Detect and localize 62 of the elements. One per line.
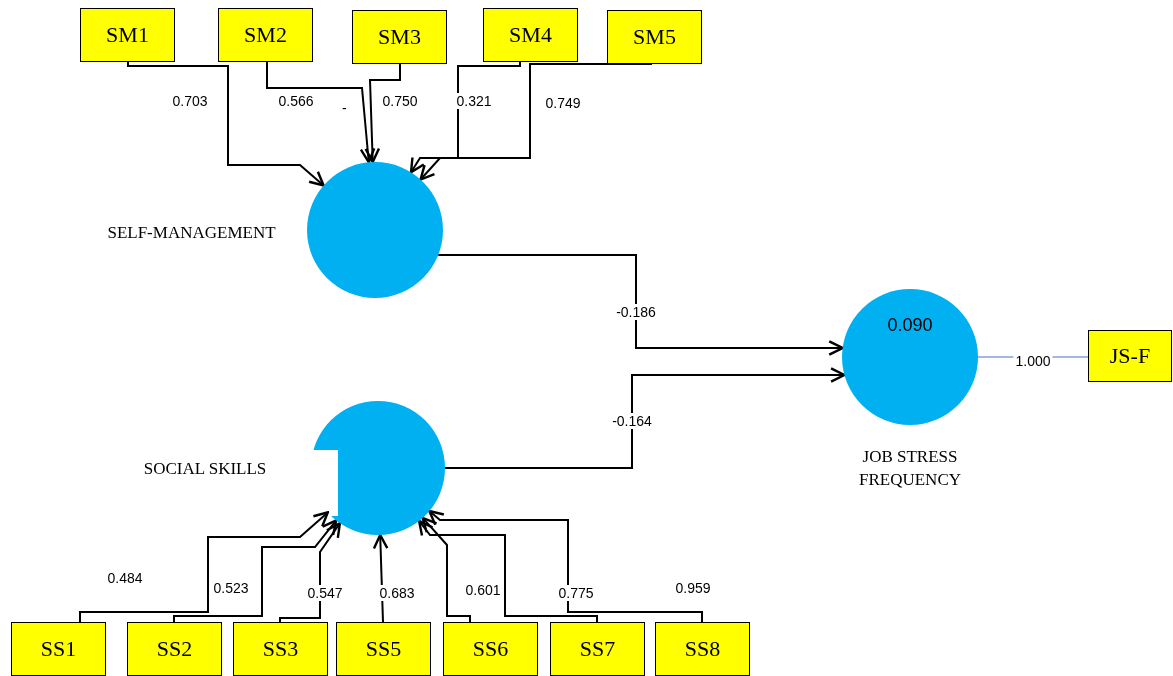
edge-label: -0.164: [610, 413, 654, 429]
edge-label: 1.000: [1013, 353, 1053, 369]
path-arrow: [372, 533, 389, 623]
indicator-label: SS5: [365, 636, 402, 662]
indicator-box: [655, 622, 750, 676]
edge-label: 0.683: [377, 585, 417, 601]
indicator-label: SS2: [156, 636, 193, 662]
edge-label: 0.484: [105, 570, 145, 586]
indicator-box: [443, 622, 538, 676]
edge-label: 0.749: [543, 95, 583, 111]
indicator-label: SS7: [579, 636, 616, 662]
indicator-label: SS6: [472, 636, 509, 662]
edge-label: 0.547: [305, 585, 345, 601]
indicator-label: JS-F: [1109, 343, 1151, 369]
indicator-label: SS3: [262, 636, 299, 662]
path-arrow: [437, 254, 844, 356]
indicator-box: [550, 622, 645, 676]
edge-label: 0.703: [170, 93, 210, 109]
indicator-label: SM4: [509, 22, 552, 48]
path-arrow: [266, 61, 376, 164]
path-arrow: [421, 516, 471, 623]
indicator-label: SM3: [378, 24, 421, 50]
edge-label: 0.750: [380, 93, 420, 109]
indicator-box: [11, 622, 106, 676]
indicator-box: [127, 622, 222, 676]
indicator-label: SM2: [244, 22, 287, 48]
edge-label: -0.186: [614, 304, 658, 320]
path-arrow: [127, 61, 325, 187]
construct-label: SELF-MANAGEMENT: [106, 222, 277, 244]
latent-variable-circle: [842, 289, 978, 425]
path-arrow: [417, 519, 598, 623]
indicator-box: [218, 8, 313, 62]
path-arrow: [279, 521, 342, 623]
indicator-box: [607, 10, 702, 64]
indicator-box: [1088, 330, 1172, 382]
indicator-box: [233, 622, 328, 676]
indicator-label: SM5: [633, 24, 676, 50]
indicator-label: SS8: [684, 636, 721, 662]
path-arrow: [409, 61, 521, 174]
note-mark: -: [342, 100, 347, 116]
indicator-box: [336, 622, 431, 676]
construct-label: JOB STRESS FREQUENCY: [858, 446, 962, 491]
indicator-label: SS1: [40, 636, 77, 662]
edge-label: 0.321: [454, 93, 494, 109]
indicator-box: [80, 8, 175, 62]
indicator-box: [483, 8, 578, 62]
indicator-label: SM1: [106, 22, 149, 48]
r-squared-value: 0.090: [886, 315, 934, 336]
path-arrow: [428, 509, 703, 623]
path-arrow: [79, 511, 329, 623]
edge-label: 0.566: [276, 93, 316, 109]
path-arrow: [364, 63, 401, 164]
edge-label: 0.959: [673, 580, 713, 596]
indicator-box: [352, 10, 447, 64]
latent-variable-circle: [311, 401, 445, 535]
path-arrow: [173, 519, 338, 623]
construct-label: SOCIAL SKILLS: [142, 458, 268, 480]
edge-label: 0.775: [556, 585, 596, 601]
latent-variable-circle: [307, 162, 443, 298]
path-arrow: [444, 367, 846, 469]
edge-label: 0.523: [211, 580, 251, 596]
edge-label: 0.601: [463, 582, 503, 598]
